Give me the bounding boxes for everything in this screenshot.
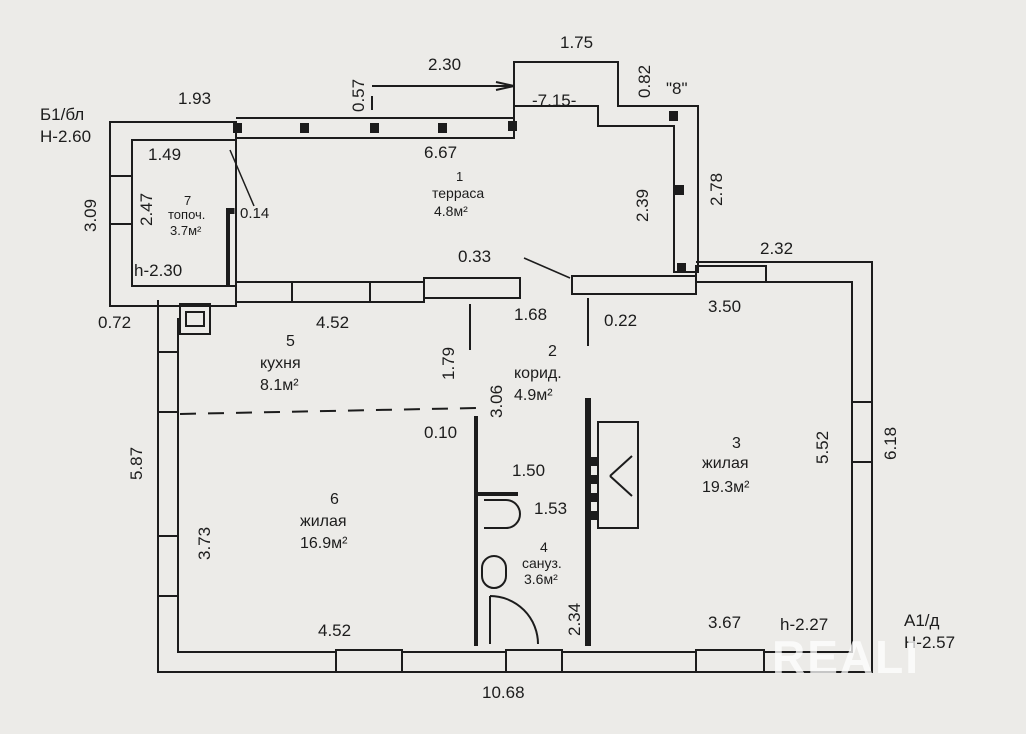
north-wall-seg-2 bbox=[291, 281, 371, 303]
dim-0-33: 0.33 bbox=[458, 247, 492, 266]
dim-2-39: 2.39 bbox=[633, 188, 652, 222]
window-west-1 bbox=[157, 351, 179, 413]
dim-1-53: 1.53 bbox=[534, 499, 568, 518]
dim-0-82: 0.82 bbox=[635, 64, 654, 98]
label-b1: Б1/бл bbox=[40, 105, 85, 124]
dim-10-68: 10.68 bbox=[482, 683, 525, 702]
boiler-window bbox=[109, 175, 133, 225]
dim-2-30: 2.30 bbox=[428, 55, 462, 74]
room-2-name: корид. bbox=[514, 365, 562, 382]
dim-5-87: 5.87 bbox=[127, 446, 146, 480]
room-3-number: 3 bbox=[732, 435, 741, 452]
window-south-2 bbox=[505, 649, 563, 673]
room-4-area: 3.6м² bbox=[524, 571, 558, 587]
north-wall-seg-3 bbox=[369, 281, 425, 303]
room-1-name: терраса bbox=[432, 185, 485, 201]
room-7-area: 3.7м² bbox=[170, 223, 202, 238]
room-3-name: жилая bbox=[702, 455, 749, 472]
label-quote8: "8" bbox=[666, 79, 688, 98]
room-4-name: сануз. bbox=[522, 555, 562, 571]
toilet bbox=[481, 555, 507, 589]
dim-2-78: 2.78 bbox=[707, 172, 726, 206]
dim-0-22: 0.22 bbox=[604, 311, 638, 330]
sink bbox=[484, 499, 521, 529]
window-south-3 bbox=[695, 649, 765, 673]
north-wall-seg-5 bbox=[571, 275, 697, 295]
room-7-number: 7 bbox=[184, 193, 192, 208]
dim-3-73: 3.73 bbox=[195, 526, 214, 560]
chimney bbox=[179, 303, 211, 335]
label-a1: А1/д bbox=[904, 611, 940, 630]
room-3-area: 19.3м² bbox=[702, 479, 750, 496]
dim-0-10: 0.10 bbox=[424, 423, 458, 442]
room-1-area: 4.8м² bbox=[434, 203, 468, 219]
bath-door bbox=[489, 595, 539, 645]
dim-3-09: 3.09 bbox=[81, 198, 100, 232]
dim-6-67: 6.67 bbox=[424, 143, 458, 162]
dim-6-18: 6.18 bbox=[881, 426, 900, 460]
dim-2-32: 2.32 bbox=[760, 239, 794, 258]
dim-5-52: 5.52 bbox=[813, 430, 832, 464]
dim-1-68: 1.68 bbox=[514, 305, 548, 324]
north-wall-seg-1 bbox=[235, 281, 293, 303]
window-south-1 bbox=[335, 649, 403, 673]
room-5-number: 5 bbox=[286, 333, 295, 350]
dim-3-67: 3.67 bbox=[708, 613, 742, 632]
dim-2-47: 2.47 bbox=[137, 192, 156, 226]
dim-0-72: 0.72 bbox=[98, 313, 132, 332]
room-2-number: 2 bbox=[548, 343, 557, 360]
room-4-number: 4 bbox=[540, 539, 548, 555]
room-6-area: 16.9м² bbox=[300, 535, 348, 552]
dim-0-57: 0.57 bbox=[349, 78, 368, 112]
room-5-area: 8.1м² bbox=[260, 377, 299, 394]
stove bbox=[597, 421, 639, 529]
watermark: REALI bbox=[772, 631, 920, 683]
window-east bbox=[851, 401, 873, 463]
dim-1-49: 1.49 bbox=[148, 145, 182, 164]
room-5-name: кухня bbox=[260, 355, 301, 372]
label-b1-height: Н-2.60 bbox=[40, 127, 92, 146]
kitchen-dashed-line bbox=[179, 407, 477, 415]
north-wall-seg-4 bbox=[423, 277, 521, 299]
label-h-boiler: h-2.30 bbox=[134, 261, 183, 280]
dim-1-93: 1.93 bbox=[178, 89, 212, 108]
dim-1-75: 1.75 bbox=[560, 33, 594, 52]
dim-1-50: 1.50 bbox=[512, 461, 546, 480]
dim-2-34: 2.34 bbox=[565, 602, 584, 636]
room-2-area: 4.9м² bbox=[514, 387, 553, 404]
dim-4-52-bottom: 4.52 bbox=[318, 621, 352, 640]
terrace-wall bbox=[236, 61, 699, 273]
dim-0-14: 0.14 bbox=[240, 205, 270, 222]
dim-3-50: 3.50 bbox=[708, 297, 742, 316]
room-1-number: 1 bbox=[456, 169, 464, 184]
room-6-number: 6 bbox=[330, 491, 339, 508]
window-west-2 bbox=[157, 535, 179, 597]
dim-4-52-top: 4.52 bbox=[316, 313, 350, 332]
label-porch-level: -7.15- bbox=[532, 91, 577, 110]
room-6-name: жилая bbox=[300, 513, 347, 530]
label-h-main: h-2.27 bbox=[780, 615, 829, 634]
room-7-name: топоч. bbox=[168, 207, 206, 222]
north-window-east bbox=[695, 265, 767, 283]
dim-3-06: 3.06 bbox=[487, 384, 506, 418]
dim-1-79: 1.79 bbox=[439, 346, 458, 380]
label-a1-height: Н-2.57 bbox=[904, 633, 956, 652]
